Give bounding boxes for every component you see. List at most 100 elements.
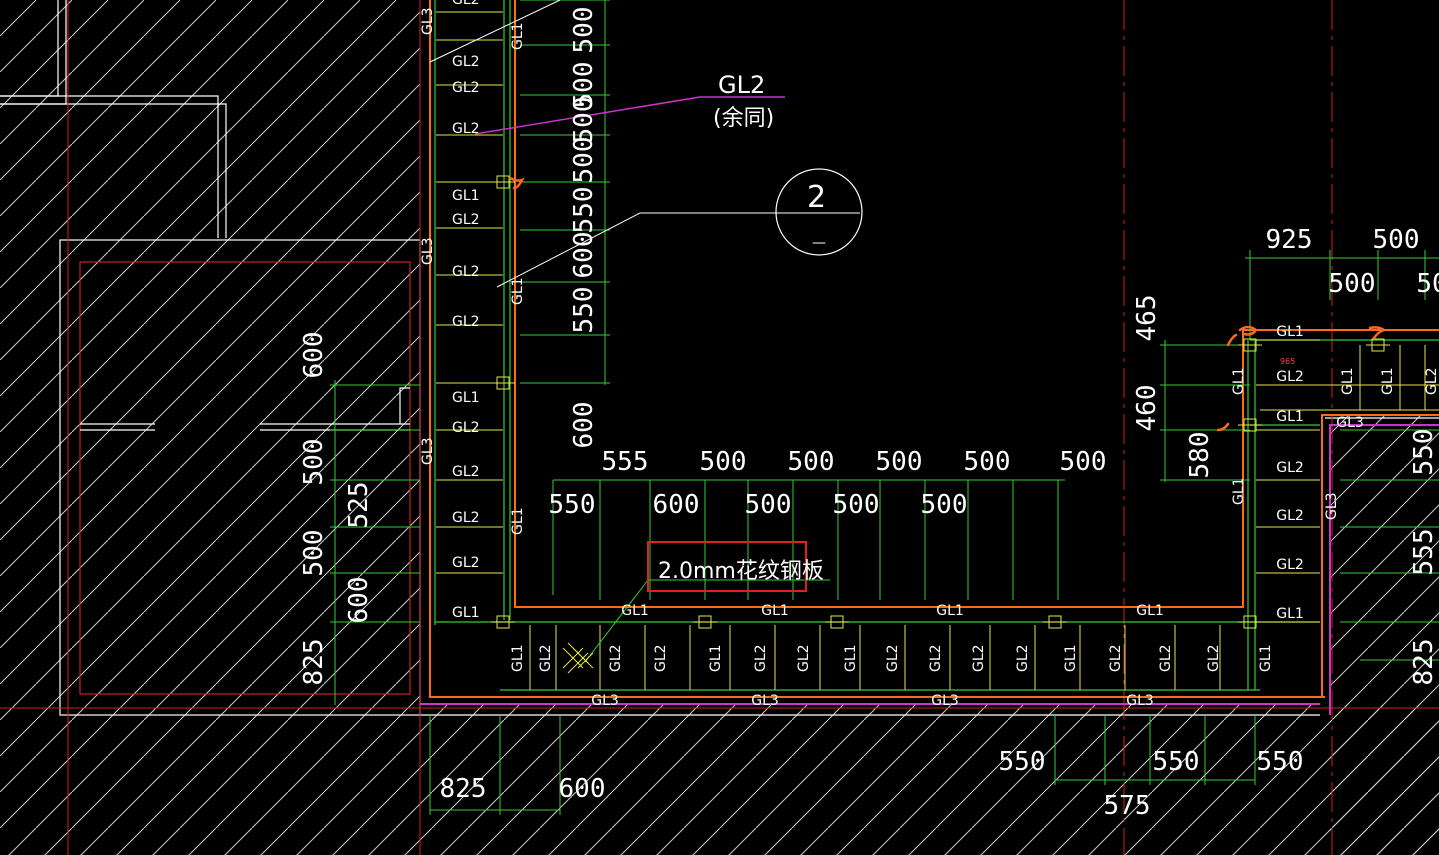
right-top-dimension: 925	[1266, 225, 1313, 255]
gl1-vertical-label: GL1	[510, 507, 526, 535]
right-gl3-vertical: GL3	[1324, 492, 1340, 520]
plate-outline	[429, 0, 1439, 698]
left-column-label: GL2	[452, 464, 480, 480]
plate-hatch-symbol	[562, 642, 594, 674]
left-column-dimension: 600	[344, 577, 374, 624]
bottom-strip-label: GL2	[1015, 644, 1031, 672]
green-frame	[434, 0, 1439, 691]
left-column-label: GL2	[452, 80, 480, 96]
right-top-dimension: 50	[1416, 269, 1439, 299]
gl2-callout-note: (余同)	[713, 106, 774, 131]
top-column-dimension: 600	[569, 402, 599, 449]
top-column-dimension: 500	[569, 137, 599, 184]
gl3-beam-label: GL3	[1126, 693, 1154, 709]
gl1-vertical-label: GL1	[510, 22, 526, 50]
bottom-strip-label: GL2	[608, 644, 624, 672]
right-column-rungs	[1256, 339, 1439, 623]
right-column-label: GL2	[1276, 557, 1304, 573]
bottom-edge-dimension: 550	[1153, 747, 1200, 777]
section-symbol	[775, 168, 863, 256]
bottom-strip-label: GL2	[971, 644, 987, 672]
bottom-strip-label: GL2	[753, 644, 769, 672]
right-edge-dimension: 550	[1409, 429, 1439, 476]
top-column-dimension: 550	[569, 187, 599, 234]
top-column-dimension: 500	[569, 7, 599, 54]
bottom-edge-dimension: 575	[1104, 791, 1151, 821]
right-column-label: GL2	[1276, 508, 1304, 524]
bottom-row1-dimension: 500	[700, 447, 747, 477]
right-vertical-dimension: 580	[1185, 432, 1215, 479]
right-top-gl2: GL2	[1424, 367, 1439, 395]
bottom-strip-label: GL1	[1258, 644, 1274, 672]
right-column-label: GL1	[1276, 324, 1304, 340]
right-edge-dimension: 825	[1409, 639, 1439, 686]
bottom-strip-label: GL2	[928, 644, 944, 672]
column-nodes	[491, 175, 1390, 629]
gl1-beam-label: GL1	[1136, 603, 1164, 619]
left-column-label: GL1	[452, 390, 480, 406]
right-column-label: GL2	[1276, 369, 1304, 385]
bottom-row2-dimension: 500	[921, 490, 968, 520]
right-column-label: GL2	[1276, 460, 1304, 476]
bottom-strip-label: GL1	[1063, 644, 1079, 672]
gl3-beam-label: GL3	[751, 693, 779, 709]
gl3-beam-label: GL3	[591, 693, 619, 709]
gl1-beam-label: GL1	[761, 603, 789, 619]
bottom-strip-label: GL2	[885, 644, 901, 672]
highlight-box	[647, 541, 807, 592]
gl1-vertical-label: GL1	[510, 277, 526, 305]
bottom-row2-dimension: 600	[653, 490, 700, 520]
plate-note: 2.0mm花纹钢板	[658, 559, 824, 584]
left-column-label: GL1	[452, 188, 480, 204]
right-column-label: GL1	[1276, 409, 1304, 425]
right-top-gl1: GL1	[1340, 367, 1356, 395]
left-column-label: GL2	[452, 314, 480, 330]
left-column-dimension: 500	[299, 530, 329, 577]
bottom-edge-dimension: 550	[999, 747, 1046, 777]
bottom-strip-label: GL1	[708, 644, 724, 672]
bottom-strip-label: GL2	[1206, 644, 1222, 672]
right-vertical-dimension: 460	[1132, 385, 1162, 432]
left-column-label: GL2	[452, 555, 480, 571]
right-gl1-vertical: GL1	[1231, 477, 1247, 505]
gl3-vertical-label: GL3	[420, 7, 436, 35]
bottom-row1-dimension: 500	[964, 447, 1011, 477]
bottom-strip-label: GL2	[1158, 644, 1174, 672]
gl2-callout-title: GL2	[718, 71, 765, 99]
top-column-dimension: 500	[569, 97, 599, 144]
gl3-vertical-label: GL3	[420, 237, 436, 265]
left-column-label: GL2	[452, 264, 480, 280]
left-column-label: GL1	[452, 605, 480, 621]
bottom-strip-label: GL2	[1108, 644, 1124, 672]
bottom-strip-label: GL2	[653, 644, 669, 672]
small-dim-965: 965	[1280, 357, 1295, 366]
gl3-vertical-label: GL3	[420, 437, 436, 465]
right-top-dimension: 500	[1329, 269, 1376, 299]
bottom-row1-dimension: 500	[1060, 447, 1107, 477]
bottom-row1-dimension: 500	[876, 447, 923, 477]
bottom-edge-dimension: 825	[440, 774, 487, 804]
left-column-label: GL2	[452, 510, 480, 526]
gl3-beam-label: GL3	[931, 693, 959, 709]
bottom-row2-dimension: 550	[549, 490, 596, 520]
right-gl1-vertical: GL1	[1231, 367, 1247, 395]
text-layer: GL2GL2GL2GL2GL1GL2GL2GL2GL1GL2GL2GL2GL2G…	[299, 0, 1439, 821]
section-sheet: —	[812, 235, 826, 251]
magenta-edge-right	[1329, 424, 1439, 715]
top-column-dimension: 600	[569, 232, 599, 279]
bottom-strip-label: GL2	[538, 644, 554, 672]
leader-lines	[429, 0, 860, 663]
bottom-strip-label: GL1	[843, 644, 859, 672]
dimension-lines	[330, 0, 1439, 815]
left-column-dimension: 600	[299, 332, 329, 379]
bottom-row2-dimension: 500	[745, 490, 792, 520]
right-top-gl1: GL1	[1380, 367, 1396, 395]
right-column-label: GL1	[1276, 606, 1304, 622]
left-column-label: GL2	[452, 212, 480, 228]
right-edge-dimension: 555	[1409, 529, 1439, 576]
top-column-dimension: 500	[569, 62, 599, 109]
right-top-dimension: 500	[1373, 225, 1420, 255]
